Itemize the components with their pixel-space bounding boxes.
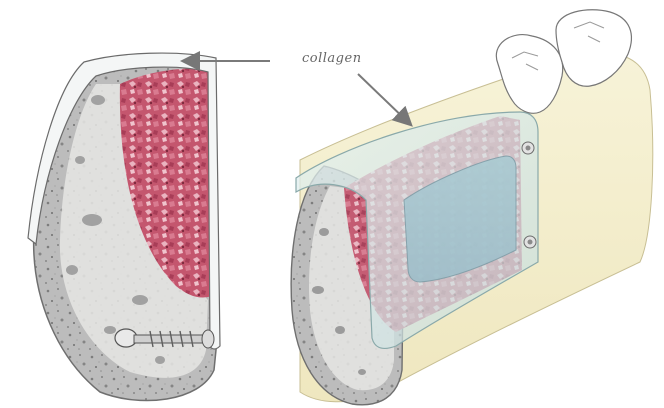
arrow-down-right-icon xyxy=(358,74,410,124)
collagen-label: collagen xyxy=(302,51,362,66)
left-cross-section xyxy=(28,53,220,400)
right-jaw-section xyxy=(291,10,653,405)
pin-icon xyxy=(524,236,536,248)
pin-icon xyxy=(522,142,534,154)
